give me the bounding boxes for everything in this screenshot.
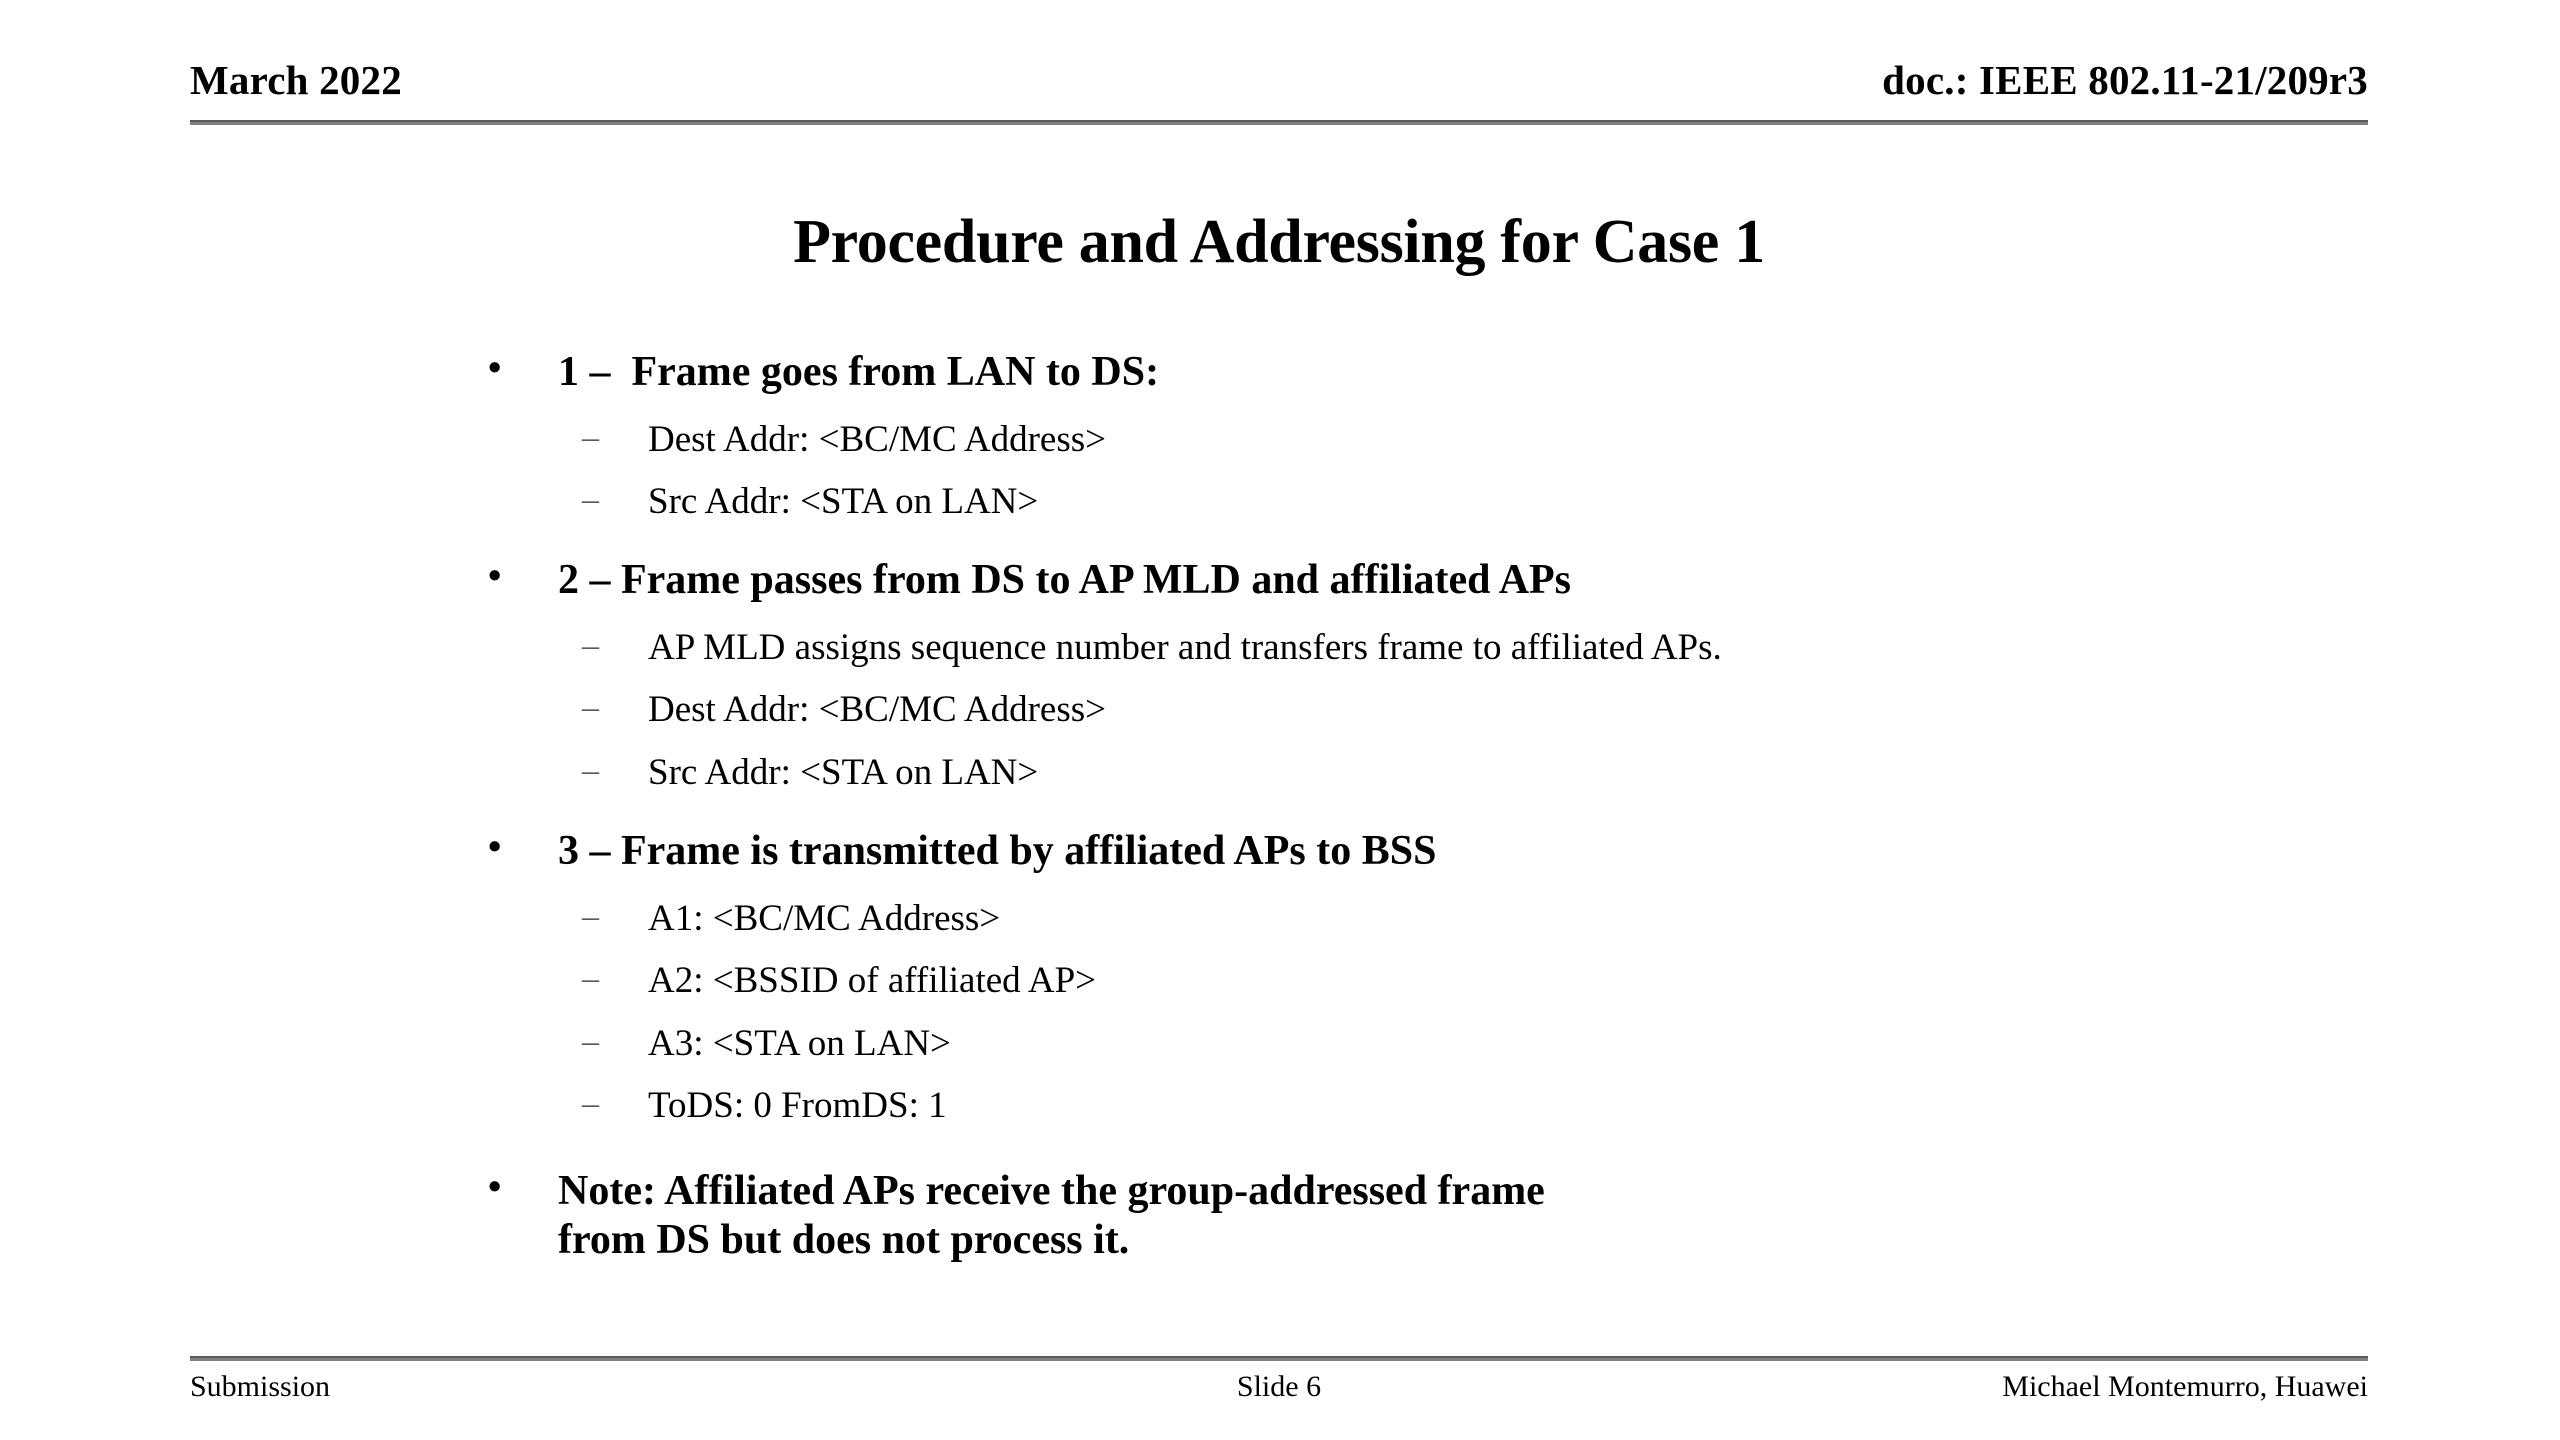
bullet-group: 1 – Frame goes from LAN to DS: Dest Addr… xyxy=(470,346,2370,522)
bullet-level2: A3: <STA on LAN> xyxy=(470,1023,2370,1064)
bullet-level2: A1: <BC/MC Address> xyxy=(470,898,2370,939)
bullet-level1: 2 – Frame passes from DS to AP MLD and a… xyxy=(470,554,2370,606)
slide-footer: Submission Slide 6 Michael Montemurro, H… xyxy=(190,1370,2368,1414)
bullet-level1-label: 3 – Frame is transmitted by affiliated A… xyxy=(558,828,1437,875)
bullet-level1-label: 1 – Frame goes from LAN to DS: xyxy=(558,349,1160,395)
bullet-group: 2 – Frame passes from DS to AP MLD and a… xyxy=(470,554,2370,793)
slide-header: March 2022 doc.: IEEE 802.11-21/209r3 xyxy=(190,56,2368,128)
bullet-level2: Dest Addr: <BC/MC Address> xyxy=(470,419,2370,460)
bullet-level2-label: Src Addr: <STA on LAN> xyxy=(648,480,1039,522)
bullet-level2-label: A1: <BC/MC Address> xyxy=(648,897,1001,939)
bullet-level1: 1 – Frame goes from LAN to DS: xyxy=(470,346,2370,398)
bullet-level2: AP MLD assigns sequence number and trans… xyxy=(470,627,2370,668)
bullet-level1: 3 – Frame is transmitted by affiliated A… xyxy=(470,825,2370,877)
bullet-group-note: Note: Affiliated APs receive the group-a… xyxy=(470,1165,2370,1266)
header-date: March 2022 xyxy=(190,57,402,103)
bullet-group: 3 – Frame is transmitted by affiliated A… xyxy=(470,825,2370,1126)
bullet-level2: ToDS: 0 FromDS: 1 xyxy=(470,1085,2370,1126)
bullet-level1-note: Note: Affiliated APs receive the group-a… xyxy=(470,1165,1558,1266)
footer-slide-number: Slide 6 xyxy=(1236,1370,1322,1403)
bullet-level1-note-label: Note: Affiliated APs receive the group-a… xyxy=(558,1167,1545,1264)
bullet-level2-label: A2: <BSSID of affiliated AP> xyxy=(648,960,1097,1002)
header-divider xyxy=(190,120,2368,125)
bullet-level2: A2: <BSSID of affiliated AP> xyxy=(470,960,2370,1001)
bullet-level2-label: Dest Addr: <BC/MC Address> xyxy=(648,689,1107,731)
footer-divider xyxy=(190,1356,2368,1361)
header-document-number: doc.: IEEE 802.11-21/209r3 xyxy=(1882,57,2368,103)
footer-submission-label: Submission xyxy=(190,1370,331,1403)
bullet-level2: Src Addr: <STA on LAN> xyxy=(470,752,2370,793)
page-title: Procedure and Addressing for Case 1 xyxy=(793,208,1765,276)
bullet-level2-label: AP MLD assigns sequence number and trans… xyxy=(648,626,1722,668)
bullet-level2-label: Dest Addr: <BC/MC Address> xyxy=(648,418,1107,460)
bullet-level2-label: ToDS: 0 FromDS: 1 xyxy=(648,1085,947,1127)
footer-author: Michael Montemurro, Huawei xyxy=(2002,1370,2368,1403)
bullet-level2-label: Src Addr: <STA on LAN> xyxy=(648,751,1039,793)
bullet-level1-label: 2 – Frame passes from DS to AP MLD and a… xyxy=(558,557,1572,604)
bullet-level2-label: A3: <STA on LAN> xyxy=(648,1022,951,1064)
bullet-level2: Src Addr: <STA on LAN> xyxy=(470,481,2370,522)
slide-body: 1 – Frame goes from LAN to DS: Dest Addr… xyxy=(470,346,2370,1272)
bullet-level2: Dest Addr: <BC/MC Address> xyxy=(470,689,2370,730)
